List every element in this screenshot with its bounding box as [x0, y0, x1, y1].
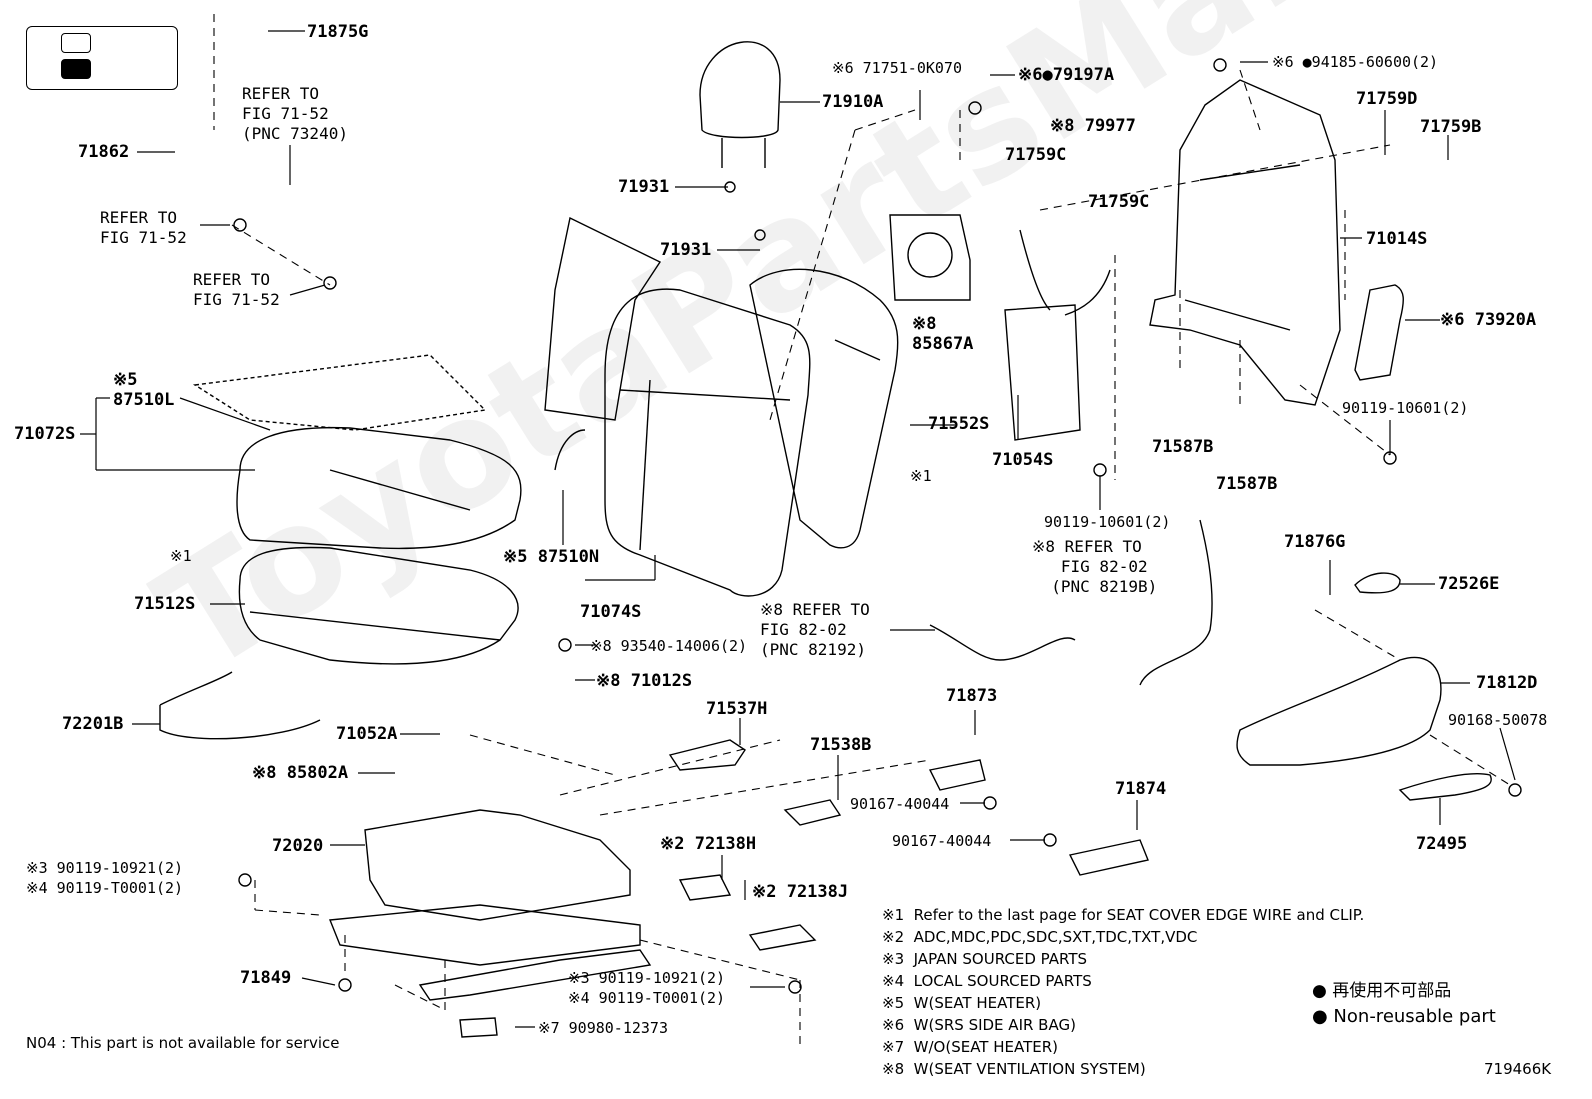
- label-71759C-b: 71759C: [1088, 192, 1150, 212]
- label-71862: 71862: [78, 142, 130, 162]
- label-refer-fig-71-52-b: REFER TO FIG 71-52: [193, 270, 280, 309]
- recliner-lever-drawing: [1398, 772, 1492, 801]
- label-71875G: 71875G: [307, 22, 369, 42]
- headrest-drawing: [699, 41, 781, 168]
- label-71849: 71849: [240, 968, 292, 988]
- label-90119-10601-b: 90119-10601(2): [1044, 513, 1171, 531]
- legend-box: [26, 26, 178, 90]
- footnote-5: ※5 W(SEAT HEATER): [882, 994, 1042, 1012]
- figure-id: 719466K: [1484, 1060, 1552, 1078]
- footnote-1: ※1 Refer to the last page for SEAT COVER…: [882, 906, 1365, 924]
- leader-lines: [80, 30, 1516, 1028]
- label-72526E: 72526E: [1438, 574, 1500, 594]
- label-90168-50078: 90168-50078: [1448, 711, 1548, 729]
- label-72138H: ※2 72138H: [660, 834, 757, 854]
- label-87510N: ※5 87510N: [503, 547, 600, 567]
- label-93540-14006: ※8 93540-14006(2): [590, 637, 748, 655]
- cushion-pad-drawing: [238, 546, 519, 665]
- wire-72201b-drawing: [159, 671, 321, 740]
- harness-drawing: [554, 429, 1213, 686]
- label-71812D: 71812D: [1476, 673, 1538, 693]
- footnote-3: ※3 JAPAN SOURCED PARTS: [882, 950, 1088, 968]
- legend-key-outline: [61, 33, 91, 53]
- footnote-7: ※7 W/O(SEAT HEATER): [882, 1038, 1058, 1056]
- airbag-drawing: [1354, 284, 1404, 381]
- label-71512S: 71512S: [134, 594, 196, 614]
- brackets-drawing: [459, 739, 1149, 1038]
- back-panel-drawing: [544, 216, 662, 421]
- back-frame-drawing: [1149, 79, 1341, 406]
- label-refer-fig-82-02-b: ※8 REFER TO FIG 82-02 (PNC 82192): [760, 600, 870, 659]
- label-71931-b: 71931: [660, 240, 712, 260]
- label-71012S: ※8 71012S: [596, 671, 693, 691]
- label-71072S: 71072S: [14, 424, 76, 444]
- label-79197A: ※6●79197A: [1018, 65, 1115, 85]
- label-72138J: ※2 72138J: [752, 882, 849, 902]
- label-71931-a: 71931: [618, 177, 670, 197]
- label-71587B-b: 71587B: [1216, 474, 1278, 494]
- label-94185-60600: ※6 ●94185-60600(2): [1272, 53, 1439, 71]
- label-71759B: 71759B: [1420, 117, 1482, 137]
- fan-drawing: [889, 214, 971, 301]
- label-refer-fig-71-52-pnc: REFER TO FIG 71-52 (PNC 73240): [242, 84, 348, 143]
- label-71052A: 71052A: [336, 724, 398, 744]
- side-shield-drawing: [1236, 656, 1442, 766]
- label-85802A: ※8 85802A: [252, 763, 349, 783]
- label-85867A: ※8 85867A: [912, 314, 974, 354]
- footnote-list: ※1 Refer to the last page for SEAT COVER…: [882, 904, 1364, 1080]
- legend-non-reusable-en: ● Non-reusable part: [1312, 1006, 1496, 1027]
- heater-mat-drawing: [192, 354, 487, 431]
- label-90119-10921-b: ※3 90119-10921(2) ※4 90119-T0001(2): [568, 969, 726, 1007]
- assembly-lines: [213, 14, 1511, 1050]
- footnote-6: ※6 W(SRS SIDE AIR BAG): [882, 1016, 1076, 1034]
- label-x1-a: ※1: [910, 467, 932, 485]
- label-71537H: 71537H: [706, 699, 768, 719]
- label-72020: 72020: [272, 836, 324, 856]
- label-90980-12373: ※7 90980-12373: [538, 1019, 668, 1037]
- knob-drawing: [1354, 572, 1401, 594]
- label-71873: 71873: [946, 686, 998, 706]
- seatback-cover-drawing: [604, 288, 811, 597]
- label-71587B-a: 71587B: [1152, 437, 1214, 457]
- n04-note: N04 : This part is not available for ser…: [26, 1034, 340, 1052]
- footnote-8: ※8 W(SEAT VENTILATION SYSTEM): [882, 1060, 1146, 1078]
- label-71759D: 71759D: [1356, 89, 1418, 109]
- label-71552S: 71552S: [928, 414, 990, 434]
- label-71759C-a: 71759C: [1005, 145, 1067, 165]
- cushion-cover-drawing: [236, 426, 522, 550]
- seatback-pad-drawing: [749, 268, 899, 549]
- label-90119-10921-a: ※3 90119-10921(2) ※4 90119-T0001(2): [26, 859, 184, 897]
- label-refer-fig-71-52-a: REFER TO FIG 71-52: [100, 208, 187, 247]
- label-87510L: ※5 87510L: [113, 370, 175, 410]
- footnote-4: ※4 LOCAL SOURCED PARTS: [882, 972, 1092, 990]
- label-71538B: 71538B: [810, 735, 872, 755]
- label-90119-10601-a: 90119-10601(2): [1342, 399, 1469, 417]
- legend-non-reusable-jp: ● 再使用不可部品: [1312, 981, 1452, 1001]
- fasteners-drawing: [233, 58, 1522, 994]
- label-72201B: 72201B: [62, 714, 124, 734]
- label-71074S: 71074S: [580, 602, 642, 622]
- label-71751-0K070: ※6 71751-0K070: [832, 59, 962, 77]
- lumbar-drawing: [1004, 229, 1111, 441]
- label-71014S: 71014S: [1366, 229, 1428, 249]
- label-72495: 72495: [1416, 834, 1468, 854]
- footnote-2: ※2 ADC,MDC,PDC,SDC,SXT,TDC,TXT,VDC: [882, 928, 1198, 946]
- label-x1-b: ※1: [170, 547, 192, 565]
- label-71054S: 71054S: [992, 450, 1054, 470]
- label-73920A: ※6 73920A: [1440, 310, 1537, 330]
- seat-frame-drawing: [329, 809, 652, 1001]
- label-refer-fig-82-02-a: ※8 REFER TO FIG 82-02 (PNC 8219B): [1032, 537, 1158, 596]
- label-71874: 71874: [1115, 779, 1167, 799]
- label-71876G: 71876G: [1284, 532, 1346, 552]
- label-90167-40044-b: 90167-40044: [892, 832, 992, 850]
- label-90167-40044-a: 90167-40044: [850, 795, 950, 813]
- legend-key-filled: [61, 59, 91, 79]
- label-71910A: 71910A: [822, 92, 884, 112]
- label-79977: ※8 79977: [1050, 116, 1136, 136]
